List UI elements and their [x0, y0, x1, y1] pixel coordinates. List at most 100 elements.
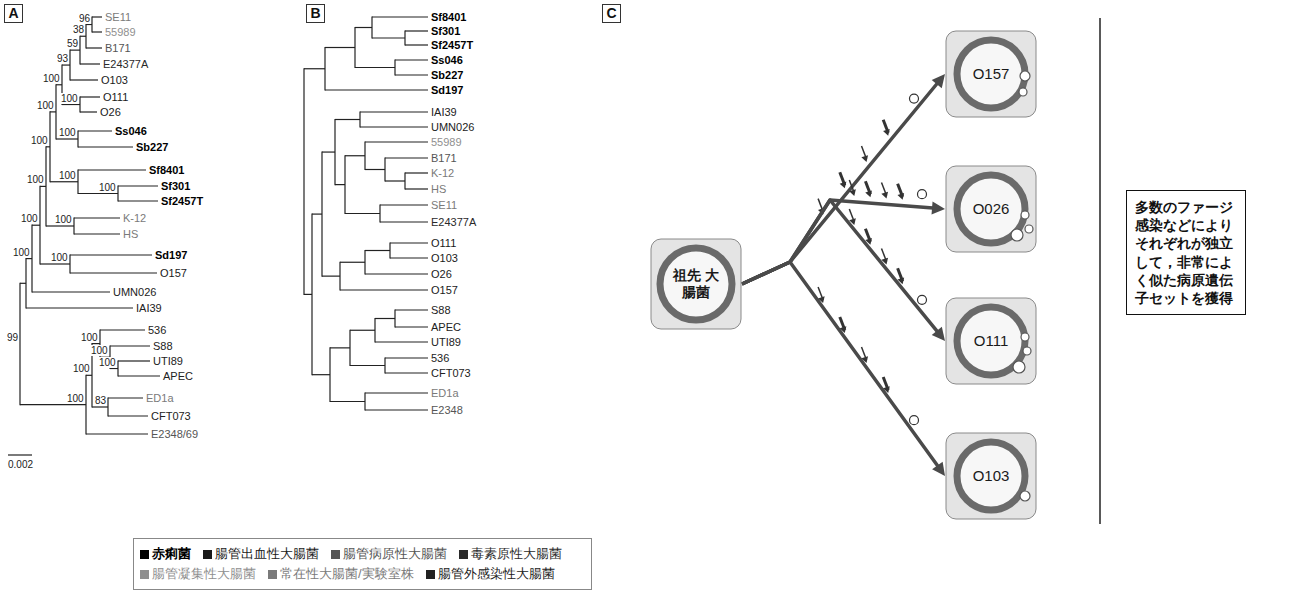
insertion-arrow [818, 296, 825, 303]
chromosome-ring [957, 307, 1025, 375]
tree-branch [86, 24, 92, 25]
bootstrap-value: 100 [42, 73, 61, 84]
tree-branch [56, 138, 78, 139]
insertion-arrow [881, 192, 888, 199]
strain-label: E2348 [431, 403, 463, 417]
tree-branch [385, 372, 428, 373]
strain-label: SE11 [105, 10, 131, 24]
strain-label: E2348/69 [151, 427, 198, 441]
plasmid-mark [918, 295, 927, 304]
tree-branch [355, 27, 372, 28]
bootstrap-value: 100 [60, 93, 79, 104]
tree-branch [20, 283, 26, 284]
insertion-arrow [881, 258, 888, 265]
tree-branch [365, 392, 428, 393]
cell-body [946, 433, 1036, 519]
legend-text: 毒素原性大腸菌 [471, 545, 562, 563]
insertion-arrow [840, 326, 847, 333]
strain-label: CFT073 [151, 409, 191, 423]
strain-label: 536 [431, 351, 449, 365]
strain-label: HS [431, 182, 446, 196]
strain-label: HS [123, 227, 138, 241]
bootstrap-value: 99 [6, 332, 19, 343]
strain-cell: O026 [945, 165, 1037, 253]
branch-line [742, 83, 937, 284]
tree-branch [70, 79, 98, 80]
tree-branch [32, 225, 40, 226]
legend-row: 赤痢菌 腸管出血性大腸菌 腸管病原性大腸菌 毒素原性大腸菌 [140, 544, 585, 564]
insertion-arrow [865, 190, 872, 197]
tree-branch [86, 433, 148, 434]
tree-branch [46, 225, 74, 226]
strain-label: 536 [148, 323, 166, 337]
legend-swatch [203, 550, 212, 559]
tree-branch [405, 44, 428, 45]
arrow-head [932, 202, 945, 215]
strain-label: IAI39 [431, 105, 457, 119]
plasmid-circle [1020, 71, 1030, 81]
plasmid-mark [910, 94, 919, 103]
tree-branch [50, 111, 56, 112]
strain-label: E24377A [103, 57, 148, 71]
ancestor-cell: 祖先 大腸菌 [650, 238, 742, 330]
strain-label: E24377A [431, 215, 476, 229]
panel-letter: A [4, 4, 23, 23]
insertion-arrow [840, 182, 847, 189]
strain-label: Sf2457T [431, 38, 473, 52]
tree-branch [350, 330, 375, 331]
strain-label: K-12 [123, 211, 146, 225]
cell-label: 祖先 大腸菌 [673, 267, 719, 301]
insertion-arrow [897, 277, 904, 284]
strain-label: O103 [101, 73, 128, 87]
bootstrap-value: 93 [56, 53, 69, 64]
tree-branch [78, 130, 112, 131]
insertion-arrow [883, 386, 890, 393]
tree-branch [372, 37, 405, 38]
insertion-arrow [883, 129, 890, 136]
chromosome-ring [660, 248, 732, 320]
tree-branch [118, 200, 158, 201]
strain-label: Sf301 [161, 179, 190, 193]
strain-label: K-12 [431, 166, 454, 180]
tree-branch [322, 151, 335, 152]
tree-branch [325, 89, 428, 90]
tree-branch [78, 146, 133, 147]
tree-branch [390, 242, 428, 243]
legend-row: 腸管凝集性大腸菌常在性大腸菌/実験室株腸管外感染性大腸菌 [140, 564, 585, 584]
legend-item: 赤痢菌 [140, 545, 191, 563]
legend-item: 毒素原性大腸菌 [459, 545, 562, 563]
cell-body [651, 239, 741, 329]
strain-cell: O157 [945, 30, 1037, 118]
legend-text: 腸管出血性大腸菌 [215, 545, 319, 563]
tree-branch [405, 172, 428, 173]
bootstrap-value: 100 [20, 213, 39, 224]
strain-label: UMN026 [431, 120, 474, 134]
branch-arrow [742, 74, 945, 284]
bootstrap-value: 59 [66, 38, 79, 49]
legend-swatch [459, 550, 468, 559]
strain-label: IAI39 [136, 301, 162, 315]
strain-label: APEC [163, 369, 193, 383]
cell-body [946, 298, 1036, 384]
plasmid-mark [910, 416, 919, 425]
strain-label: S88 [431, 303, 451, 317]
strain-label: CFT073 [431, 366, 471, 380]
bootstrap-value: 100 [90, 345, 109, 356]
tree-branch [86, 375, 92, 376]
legend-text: 腸管病原性大腸菌 [343, 545, 447, 563]
tree-branch [70, 50, 80, 51]
tree-branch [365, 250, 390, 251]
tree-branch [365, 409, 428, 410]
strain-label: SE11 [431, 198, 457, 212]
tree-branch [325, 47, 355, 48]
chromosome-ring [957, 40, 1025, 108]
bootstrap-value: 100 [58, 127, 77, 138]
strain-label: O103 [431, 251, 458, 265]
tree-branch [78, 193, 118, 194]
plasmid-circle [1019, 88, 1027, 96]
strain-label: B171 [105, 41, 131, 55]
strain-label: ED1a [431, 386, 459, 400]
tree-branch [100, 329, 145, 330]
tree-branch [395, 59, 428, 60]
